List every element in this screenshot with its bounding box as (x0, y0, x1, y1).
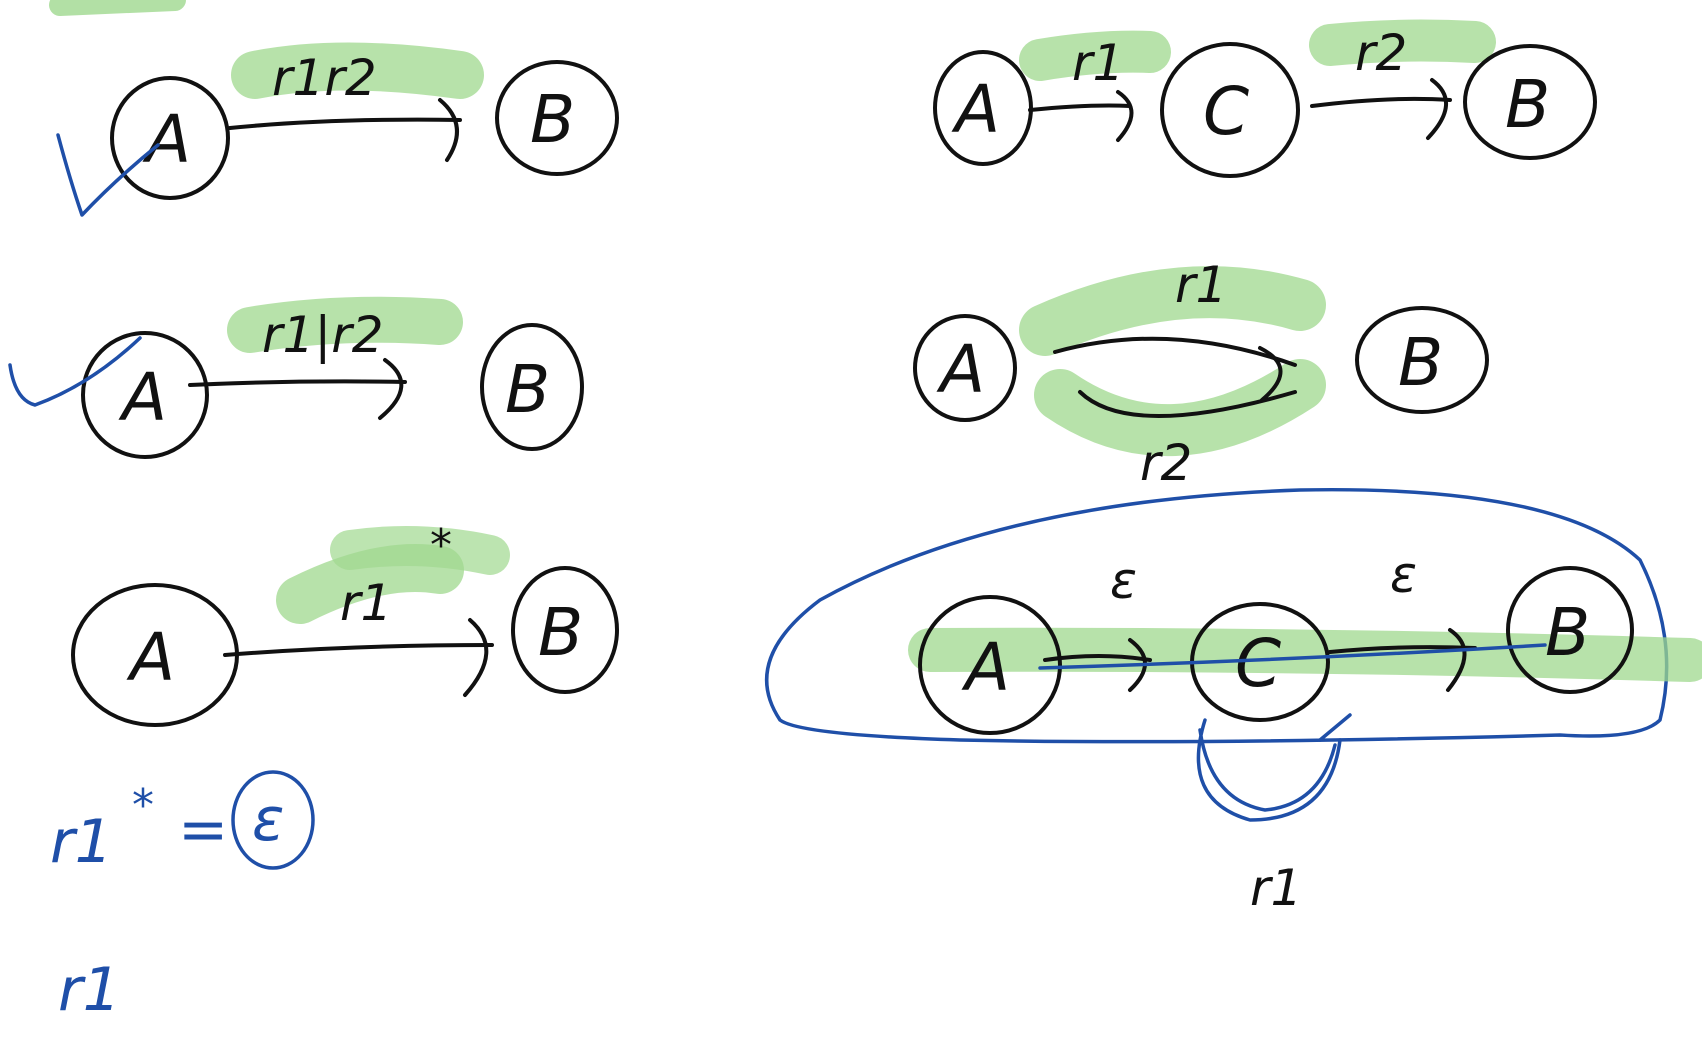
node-c-circle (1160, 42, 1300, 178)
r2-arc (1078, 390, 1297, 418)
node-b-circle (1463, 44, 1597, 160)
r1-arrowhead (1116, 90, 1134, 142)
self-loop-c (1196, 713, 1352, 822)
node-b-label: B (1398, 324, 1443, 401)
r1-arrow (1028, 103, 1132, 112)
epsilon-arrow-1 (1043, 654, 1152, 662)
node-a-label: A (118, 359, 167, 436)
node-b-label: B (538, 594, 583, 671)
union-arrow (188, 379, 407, 387)
star-mark-highlight (330, 526, 510, 575)
node-a-circle (110, 76, 230, 200)
concat-label-highlight (231, 42, 484, 99)
check-mark (8, 336, 142, 407)
node-b-label: B (1505, 66, 1550, 143)
star-notes: r1 * = ε r1 (50, 770, 315, 1025)
path-highlight (908, 627, 1702, 682)
node-b-label: B (505, 351, 550, 428)
star-label-highlight (276, 544, 464, 624)
union-label-highlight (227, 296, 463, 353)
union-expanded-diagram: A B r1 r2 (913, 256, 1489, 492)
node-b-circle (1355, 306, 1489, 414)
node-a-circle (913, 314, 1017, 422)
arc-arrowhead (1258, 346, 1283, 402)
epsilon-circle (231, 770, 315, 870)
r1-label: r1 (1072, 34, 1124, 92)
concat-expanded-diagram: A C B r1 r2 (933, 19, 1597, 178)
node-a-label: A (936, 331, 985, 408)
star-label: r1 (340, 574, 392, 632)
note-star-lhs: r1 (50, 807, 113, 877)
check-mark (56, 133, 160, 217)
blue-overstroke (1038, 643, 1547, 670)
star-arrowhead (463, 618, 489, 697)
epsilon-label-2: ε (1390, 546, 1417, 604)
star-arrow (223, 643, 494, 657)
union-arrowhead (378, 358, 404, 420)
stray-highlight (49, 0, 186, 16)
note-star-mark: * (132, 780, 154, 831)
r1-arc (1053, 336, 1297, 367)
r1-arc-highlight (1019, 266, 1326, 356)
node-a-label: A (951, 71, 1000, 148)
epsilon-label-1: ε (1110, 552, 1137, 610)
node-c-label: C (1203, 73, 1249, 150)
epsilon-arrowhead-2 (1446, 628, 1467, 692)
node-b-label: B (530, 81, 575, 158)
node-a-circle (81, 331, 209, 459)
concat-diagram: A B r1r2 (56, 42, 619, 217)
enclosing-blue-loop (764, 487, 1669, 744)
note-equals: = (178, 795, 228, 865)
r2-arrowhead (1426, 78, 1449, 140)
note-epsilon: ε (252, 785, 284, 855)
node-a-label: A (126, 619, 175, 696)
r2-arc-highlight (1034, 359, 1326, 457)
star-diagram: A B r1 * (71, 520, 619, 727)
concat-label: r1r2 (272, 49, 377, 107)
node-c-label: C (1235, 625, 1281, 702)
node-a-label: A (961, 629, 1010, 706)
r2-arrow (1310, 96, 1452, 108)
node-b-circle (480, 323, 584, 451)
union-label: r1|r2 (262, 306, 384, 364)
concat-arrow (228, 117, 462, 130)
node-b-circle (495, 60, 619, 176)
star-mark: * (430, 520, 452, 571)
star-expanded-diagram: A C B ε ε r1 (764, 487, 1702, 917)
node-b-circle (1506, 566, 1634, 694)
node-b-label: B (1545, 594, 1590, 671)
self-loop-label: r1 (1250, 859, 1302, 917)
node-a-circle (918, 595, 1062, 735)
note-r1: r1 (58, 955, 121, 1025)
node-b-circle (511, 566, 619, 694)
r1-label-highlight (1019, 30, 1171, 81)
node-a-label: A (142, 101, 191, 178)
r1-label: r1 (1175, 256, 1227, 314)
union-diagram: A B r1|r2 (8, 296, 584, 459)
r2-label: r2 (1140, 434, 1192, 492)
r2-label: r2 (1355, 24, 1407, 82)
epsilon-arrow-2 (1328, 645, 1477, 654)
concat-arrowhead (438, 98, 459, 162)
r2-label-highlight (1309, 19, 1496, 66)
